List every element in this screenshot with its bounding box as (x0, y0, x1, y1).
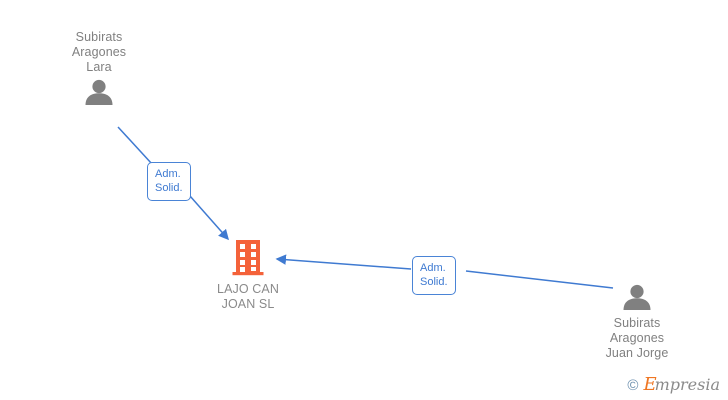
brand-initial: E (643, 374, 657, 395)
brand-wordmark: Empresia (643, 376, 720, 395)
node-person-right[interactable]: Subirats Aragones Juan Jorge (585, 284, 689, 365)
edge-left-segment-upper (117, 126, 153, 165)
watermark-empresia: © Empresia (627, 376, 720, 395)
edge-label-left[interactable]: Adm. Solid. (147, 162, 191, 201)
node-person-left-label: Subirats Aragones Lara (71, 30, 127, 74)
edge-right-segment-outer (465, 270, 614, 289)
edge-label-right[interactable]: Adm. Solid. (412, 256, 456, 295)
node-company-center[interactable]: LAJO CAN JOAN SL (196, 240, 300, 312)
node-person-left[interactable]: Subirats Aragones Lara (48, 30, 150, 105)
node-person-right-label: Subirats Aragones Juan Jorge (605, 316, 669, 360)
copyright-icon: © (627, 377, 639, 394)
building-icon (232, 240, 264, 276)
person-icon (85, 79, 113, 105)
person-icon (623, 284, 651, 310)
edge-left-segment-lower (189, 195, 229, 241)
brand-rest: mpresia (654, 375, 720, 394)
node-company-center-label: LAJO CAN JOAN SL (217, 282, 279, 311)
edge-right-segment-inner (275, 254, 412, 270)
